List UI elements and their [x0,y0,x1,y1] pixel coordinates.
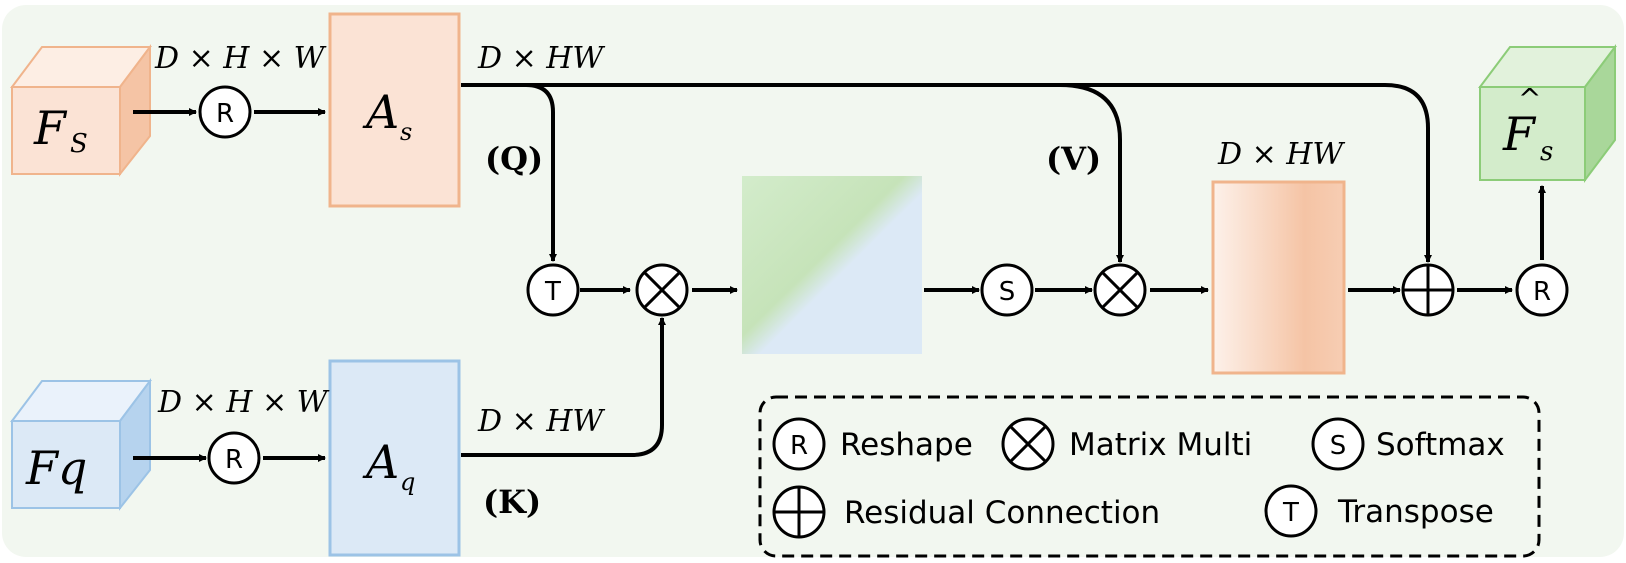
dim-label-d-hw-top: D × HW [477,41,605,76]
fq-cube: Fq [10,378,152,511]
fs-cube: F S [10,44,152,177]
fs-hat-cube: F ^ s [1478,44,1617,183]
svg-text:R: R [1533,277,1551,307]
dim-label-d-hw-bottom: D × HW [477,404,605,439]
matrix-multi-node-qk [635,263,689,317]
legend-softmax: S Softmax [1311,417,1505,471]
svg-text:S: S [999,277,1016,307]
connectors [133,83,1546,462]
legend-residual: Residual Connection [772,485,1160,539]
residual-node [1401,263,1455,317]
aq-box: A q [328,359,461,557]
svg-text:R: R [790,431,808,461]
legend: R Reshape Matrix Multi S Softmax Residua… [758,395,1541,558]
attention-map [742,176,922,354]
svg-text:S: S [1330,431,1347,461]
reshape-node-top: R [198,85,252,139]
fs-hat-label: F [1502,107,1537,161]
as-subscript: s [400,118,412,146]
svg-text:T: T [544,277,561,307]
legend-transpose-label: Transpose [1337,494,1494,530]
matrix-multi-node-v [1093,263,1147,317]
legend-residual-label: Residual Connection [844,495,1160,531]
legend-softmax-label: Softmax [1376,427,1505,463]
svg-text:T: T [1282,498,1299,528]
fs-subscript: S [70,129,88,159]
dim-label-d-hw-out: D × HW [1217,137,1345,172]
legend-matrix-multi-label: Matrix Multi [1069,427,1252,463]
aq-subscript: q [400,468,415,496]
dim-label-dhw-bottom: D × H × W [157,385,330,420]
softmax-node: S [980,263,1034,317]
fs-hat-subscript: s [1540,137,1553,167]
legend-reshape: R Reshape [772,417,973,471]
fq-label: Fq [25,441,87,495]
q-branch-label: (Q) [485,140,543,178]
as-label: A [362,85,399,139]
reshape-node-output: R [1515,263,1569,317]
output-feature-box [1211,180,1346,375]
svg-text:R: R [225,445,243,475]
legend-transpose: T Transpose [1264,484,1494,538]
dim-label-dhw-top: D × H × W [154,41,327,76]
svg-text:R: R [216,99,234,129]
fs-hat-symbol: ^ [1518,82,1541,115]
aq-label: A [362,435,399,489]
v-branch-label: (V) [1046,140,1101,178]
as-box: A s [328,12,461,208]
legend-reshape-label: Reshape [840,427,973,463]
transpose-node: T [526,263,580,317]
legend-matrix-multi: Matrix Multi [1001,417,1252,471]
fs-label: F [33,101,68,155]
k-branch-label: (K) [483,483,541,521]
reshape-node-bottom: R [207,431,261,485]
